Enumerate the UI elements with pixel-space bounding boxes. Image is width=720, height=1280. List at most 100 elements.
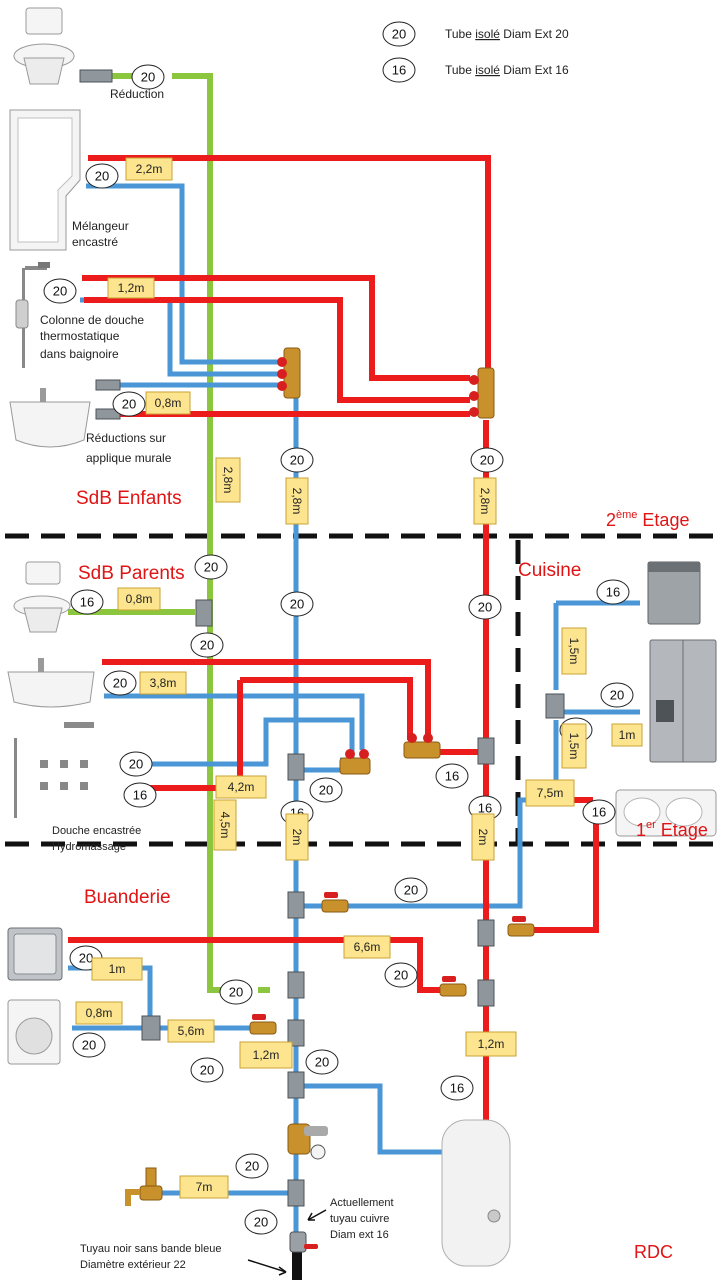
diameter-badge: 20: [470, 447, 504, 473]
shower-column-icon: [15, 262, 50, 368]
kitchen-sink-icon: [615, 789, 717, 837]
length-label: 3,8m: [139, 671, 187, 695]
diameter-badge: 20: [219, 979, 253, 1005]
length-label: 1,5m: [561, 627, 587, 675]
length-label: 6,6m: [343, 935, 391, 959]
diameter-value: 20: [290, 597, 304, 612]
diameter-badge: 16: [123, 782, 157, 808]
length-label: 1m: [611, 723, 643, 747]
arrow-icon: [307, 1209, 327, 1221]
length-value: 7,5m: [537, 786, 564, 800]
length-label: 2m: [285, 813, 309, 861]
length-value: 2,8m: [221, 467, 235, 494]
diameter-badge: 20: [85, 163, 119, 189]
room-label-sdb-enfants: SdB Enfants: [76, 488, 182, 509]
length-label: 4,5m: [213, 799, 237, 851]
note-douche-2: Hydromassage: [52, 841, 126, 853]
length-label: 0,8m: [117, 587, 161, 611]
dishwasher-icon: [647, 561, 701, 625]
diameter-badge: 16: [435, 763, 469, 789]
valve-icons: [249, 892, 535, 1253]
diameter-badge: 20: [394, 877, 428, 903]
length-value: 1m: [109, 962, 126, 976]
diameter-value: 20: [404, 883, 418, 898]
bathtub-icon: [9, 109, 81, 251]
diameter-value: 20: [200, 1063, 214, 1078]
floor-label-second: 2ème Etage: [606, 509, 689, 530]
diameter-badge: 20: [305, 1049, 339, 1075]
sink-parents-icon: [7, 658, 95, 708]
annotations: Réduction Mélangeur encastré Colonne de …: [40, 87, 394, 1271]
length-value: 5,6m: [178, 1024, 205, 1038]
note-reduction: Réduction: [110, 87, 164, 101]
diameter-badge: 20: [280, 447, 314, 473]
diameter-value: 16: [606, 585, 620, 600]
diameter-badge: 16: [596, 579, 630, 605]
laundry-sink-icon: [7, 927, 63, 981]
diameter-badge: 16: [70, 589, 104, 615]
outdoor-tap-icon: [125, 1167, 163, 1206]
length-label: 0,8m: [145, 391, 191, 415]
length-label: 1,2m: [107, 277, 155, 299]
washing-machine-icon: [7, 999, 61, 1065]
length-value: 1m: [619, 728, 636, 742]
cold-pipes: [68, 183, 640, 1280]
manifold-cold-parents: [339, 749, 371, 775]
diameter-value: 20: [204, 560, 218, 575]
length-value: 2,8m: [290, 488, 304, 515]
valve-icon: [321, 892, 349, 913]
room-label-sdb-parents: SdB Parents: [78, 563, 185, 584]
diameter-value: 16: [133, 788, 147, 803]
length-label: 1,2m: [465, 1031, 517, 1057]
floor-label-ground: RDC: [634, 1242, 673, 1262]
diameter-badge: 20: [600, 682, 634, 708]
note-colonne-1: Colonne de douche: [40, 313, 144, 327]
diameter-badge: 20: [112, 391, 146, 417]
diameter-badge: 20: [280, 591, 314, 617]
note-reductions-1: Réductions sur: [86, 431, 166, 445]
length-label: 5,6m: [167, 1019, 215, 1043]
diameter-value: 20: [200, 638, 214, 653]
diameter-value: 20: [141, 70, 155, 85]
sink-icon: [9, 388, 91, 448]
length-label: 2,2m: [125, 157, 173, 181]
arrow-icon: [307, 1212, 315, 1221]
length-label: 2m: [471, 813, 495, 861]
note-douche-1: Douche encastrée: [52, 825, 141, 837]
legend-diameter-20: 20: [392, 27, 406, 42]
diameter-value: 20: [79, 951, 93, 966]
note-cuivre-2: tuyau cuivre: [330, 1213, 389, 1225]
arrow-icon: [247, 1259, 287, 1273]
length-label: 1,2m: [239, 1041, 293, 1069]
diameter-badge: 20: [43, 278, 77, 304]
length-value: 0,8m: [126, 592, 153, 606]
note-reductions-2: applique murale: [86, 451, 172, 465]
diameter-badge: 20: [194, 554, 228, 580]
diameter-value: 20: [478, 600, 492, 615]
legend-label-16: Tube isolé Diam Ext 16: [445, 63, 569, 77]
note-colonne-3: dans baignoire: [40, 347, 119, 361]
toilet-parents-icon: [13, 561, 71, 633]
diameter-value: 20: [315, 1055, 329, 1070]
length-label: 1m: [91, 957, 143, 981]
diameter-badge: 20: [103, 670, 137, 696]
length-label: 2,8m: [285, 477, 309, 525]
length-label: 2,8m: [473, 477, 497, 525]
diameter-value: 16: [450, 1081, 464, 1096]
diameter-badges: 20 20 20 20 20 20 20 20 20 20 20 16 16 20 16 20 16 20 16 16…: [43, 64, 634, 1235]
fridge-icon: [649, 639, 717, 763]
length-value: 4,2m: [228, 780, 255, 794]
note-melangeur-1: Mélangeur: [72, 219, 129, 233]
main-valve-icon: [289, 1231, 318, 1253]
tee-fittings: [79, 69, 573, 1207]
length-value: 2,2m: [136, 162, 163, 176]
diameter-value: 20: [245, 1159, 259, 1174]
diameter-value: 16: [80, 595, 94, 610]
length-label: 7m: [179, 1175, 229, 1199]
length-value: 1,2m: [118, 281, 145, 295]
diameter-value: 16: [592, 805, 606, 820]
diameter-badge: 20: [235, 1153, 269, 1179]
note-tuyau-noir-2: Diamètre extérieur 22: [80, 1259, 186, 1271]
